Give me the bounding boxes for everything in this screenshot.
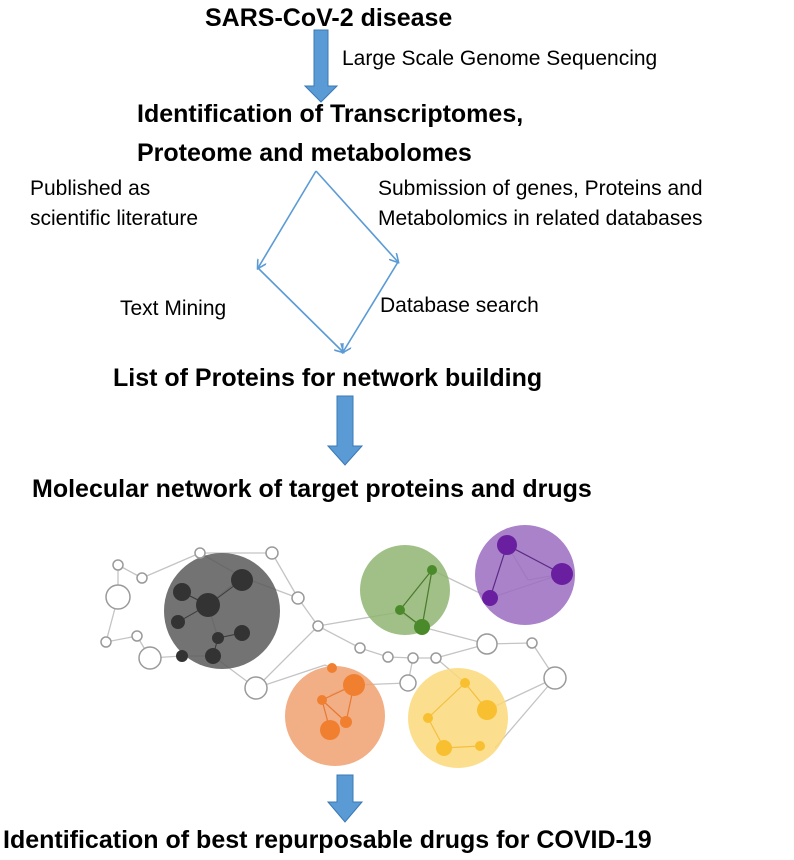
hollow-nodes bbox=[100, 546, 567, 700]
label-submission-line1: Submission of genes, Proteins and bbox=[378, 177, 703, 200]
cluster-orange bbox=[285, 666, 385, 766]
label-submission-line2: Metabolomics in related databases bbox=[378, 207, 703, 230]
step-identification-line1: Identification of Transcriptomes, bbox=[137, 100, 524, 128]
block-arrow-3 bbox=[326, 774, 364, 823]
diamond-arrows bbox=[258, 170, 398, 352]
molecular-network-illustration bbox=[100, 525, 575, 768]
label-published-line2: scientific literature bbox=[30, 207, 199, 230]
step-molecular-network: Molecular network of target proteins and… bbox=[32, 475, 592, 503]
step-repurposable-drugs: Identification of best repurposable drug… bbox=[3, 826, 652, 854]
label-published-line1: Published as bbox=[30, 177, 151, 200]
block-arrow-1 bbox=[303, 29, 339, 103]
label-text-mining: Text Mining bbox=[120, 297, 227, 320]
step-list-of-proteins: List of Proteins for network building bbox=[113, 364, 543, 392]
label-genome-sequencing: Large Scale Genome Sequencing bbox=[342, 47, 658, 70]
block-arrow-2 bbox=[326, 395, 364, 466]
step-sars-cov-2-disease: SARS-CoV-2 disease bbox=[205, 4, 453, 32]
label-database-search: Database search bbox=[380, 294, 539, 317]
cluster-green bbox=[360, 545, 450, 635]
step-identification-line2: Proteome and metabolomes bbox=[137, 139, 472, 167]
